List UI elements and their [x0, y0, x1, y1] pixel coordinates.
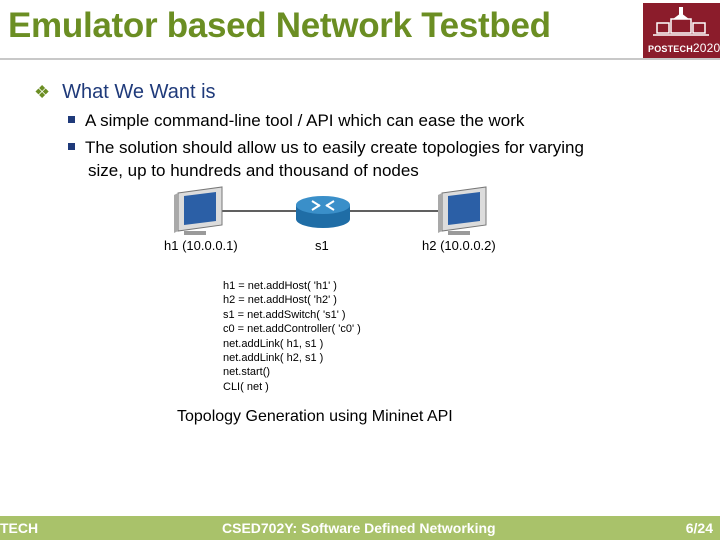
slide-title: Emulator based Network Testbed — [8, 6, 551, 45]
topology-diagram: h1 (10.0.0.1) s1 h2 (10.0.0.2) — [160, 185, 520, 265]
code-block: h1 = net.addHost( 'h1' ) h2 = net.addHos… — [223, 279, 361, 394]
sub-bullet-1: A simple command-line tool / API which c… — [68, 109, 524, 132]
title-bar: Emulator based Network Testbed POSTECH20… — [0, 0, 720, 58]
building-icon — [653, 7, 709, 36]
host-h2-icon — [438, 186, 487, 235]
course-name: CSED702Y: Software Defined Networking — [222, 520, 496, 536]
code-line: h1 = net.addHost( 'h1' ) — [223, 280, 337, 292]
code-line: net.addLink( h2, s1 ) — [223, 352, 324, 365]
host-h1-icon — [174, 186, 223, 235]
figure-caption: Topology Generation using Mininet API — [177, 408, 453, 425]
code-line: c0 = net.addController( 'c0' ) — [223, 323, 361, 336]
code-line: s1 = net.addSwitch( 's1' ) — [223, 308, 346, 321]
title-divider — [0, 58, 720, 60]
logo-text: POSTECH2020 — [648, 41, 720, 55]
main-bullet: ❖ What We Want is — [34, 81, 216, 104]
postech-logo: POSTECH2020 — [643, 3, 720, 58]
code-line: h2 = net.addHost( 'h2' ) — [223, 294, 337, 307]
page-number: 6/24 — [685, 520, 713, 536]
square-bullet-icon — [68, 116, 75, 124]
code-line: CLI( net ) — [223, 380, 269, 393]
square-bullet-icon — [68, 143, 75, 151]
h2-label: h2 (10.0.0.2) — [422, 238, 496, 253]
main-bullet-text: What We Want is — [62, 81, 216, 103]
code-line: net.addLink( h1, s1 ) — [223, 337, 324, 350]
diamond-bullet-icon: ❖ — [34, 82, 51, 102]
h1-label: h1 (10.0.0.1) — [164, 238, 238, 253]
code-line: net.start() — [223, 366, 271, 379]
sub-bullet-2: The solution should allow us to easily c… — [68, 136, 698, 182]
topology-graphic — [174, 186, 487, 235]
footer-left-text: TECH — [0, 520, 39, 536]
footer-bar: TECH CSED702Y: Software Defined Networki… — [0, 516, 720, 540]
s1-label: s1 — [315, 238, 329, 253]
switch-s1-icon — [296, 196, 350, 228]
